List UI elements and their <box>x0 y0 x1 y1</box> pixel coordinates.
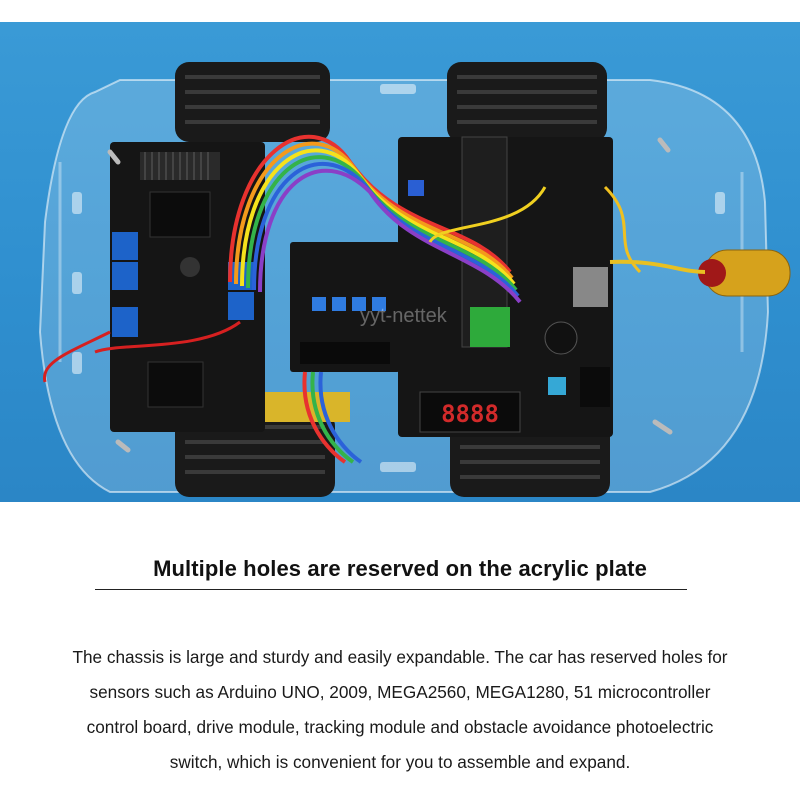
headline: Multiple holes are reserved on the acryl… <box>153 556 647 581</box>
headline-underline <box>95 589 687 590</box>
svg-text:8888: 8888 <box>441 400 499 428</box>
sensor-shield <box>290 242 400 372</box>
description-line: The chassis is large and sturdy and easi… <box>72 647 728 667</box>
segment-display: 8888 <box>419 391 521 433</box>
screws <box>107 137 673 453</box>
microcontroller-board <box>398 136 613 437</box>
description-line: sensors such as Arduino UNO, 2009, MEGA2… <box>89 682 711 702</box>
description-line: switch, which is convenient for you to a… <box>169 752 631 772</box>
wheel-icon <box>447 62 607 142</box>
svg-text:yyt-nettek: yyt-nettek <box>360 305 448 327</box>
description: The chassis is large and sturdy and easi… <box>20 640 780 780</box>
ribbon-cable <box>228 134 522 464</box>
wheel-icon <box>175 62 330 142</box>
description-line: control board, drive module, tracking mo… <box>86 717 714 737</box>
motor-driver-board <box>110 142 265 432</box>
robot-car-illustration: 8888 yyt- <box>38 62 791 497</box>
photoelectric-sensor <box>609 249 791 297</box>
product-photo: 8888 yyt- <box>0 22 800 502</box>
